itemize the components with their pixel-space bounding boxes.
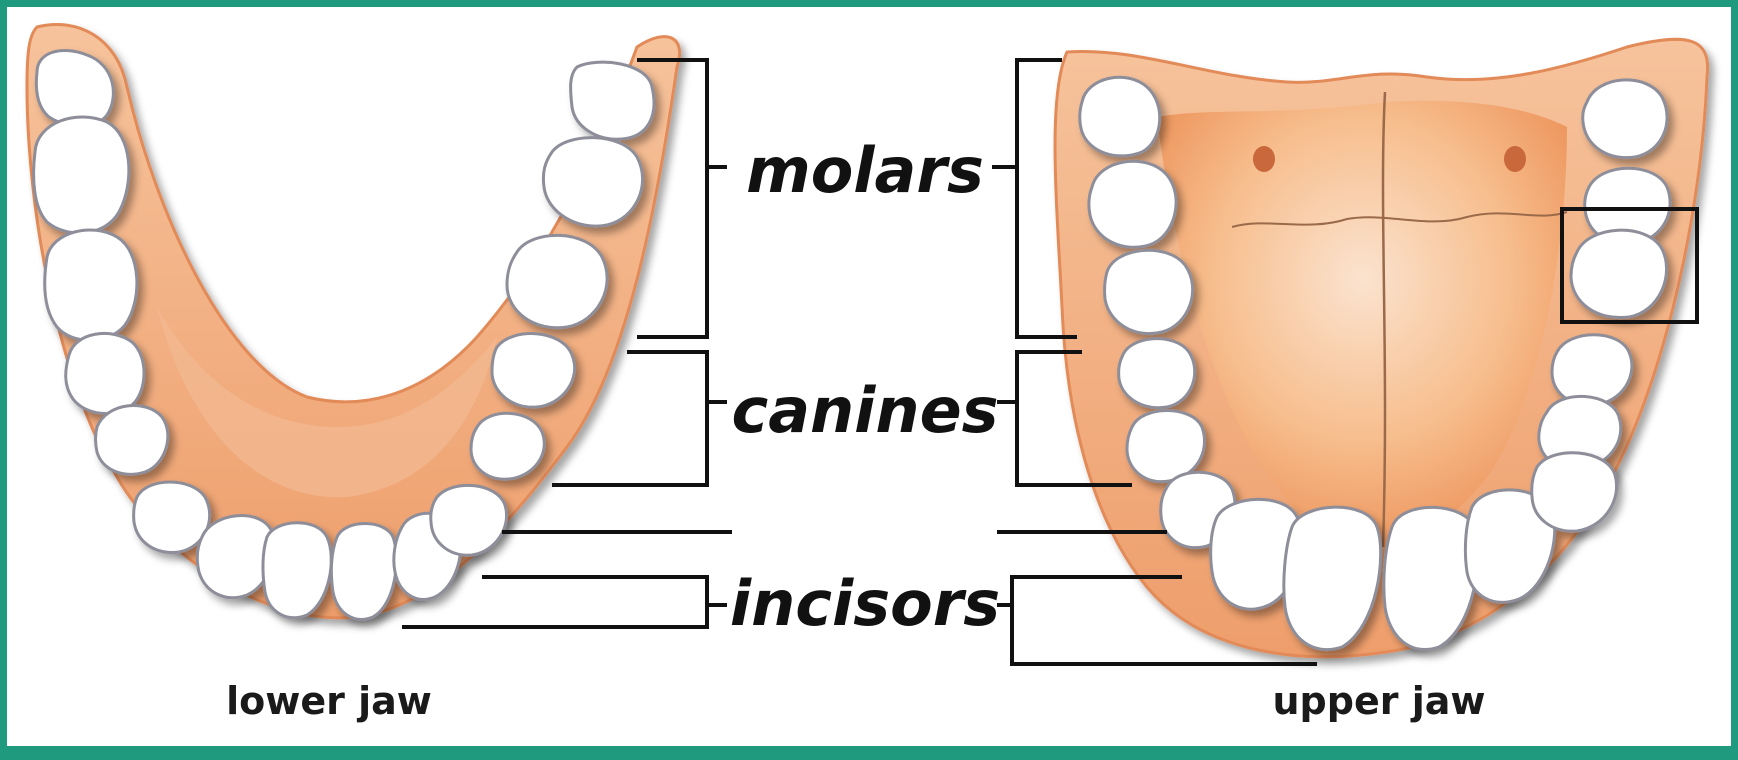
upper-molar-tooth (1571, 230, 1667, 317)
palatine-foramen-right (1504, 146, 1526, 172)
lower-molar-tooth (571, 62, 654, 139)
lower-molar-tooth (543, 138, 642, 227)
lower-incisor-tooth (134, 482, 210, 552)
lower-canine-tooth (96, 406, 168, 475)
lower-molar-tooth (34, 117, 129, 233)
lower-incisor-tooth (331, 524, 396, 620)
lower-molar-tooth (66, 333, 144, 413)
upper-molar-tooth (1583, 80, 1667, 158)
teeth-diagram: molars canines incisors lower jaw upper … (7, 7, 1738, 760)
upper-molar-tooth (1089, 161, 1176, 247)
lower-incisor-tooth (431, 485, 507, 555)
lower-molar-tooth (507, 235, 607, 327)
molars-label: molars (746, 134, 984, 207)
lower-jaw-caption: lower jaw (226, 679, 432, 723)
lower-molar-tooth (45, 230, 137, 340)
upper-canine-tooth (1119, 339, 1195, 408)
upper-jaw-caption: upper jaw (1273, 679, 1486, 723)
upper-canine-tooth (1552, 335, 1632, 405)
lower-canine-tooth (492, 334, 575, 408)
upper-molar-tooth (1105, 250, 1193, 333)
canines-label: canines (731, 374, 998, 447)
upper-molar-tooth (1080, 77, 1160, 156)
lower-canine-tooth (471, 413, 544, 479)
palatine-foramen-left (1253, 146, 1275, 172)
upper-incisor-tooth (1532, 453, 1617, 531)
incisors-label: incisors (730, 567, 1000, 640)
upper-canine-tooth (1127, 411, 1205, 482)
upper-jaw (1055, 39, 1708, 657)
